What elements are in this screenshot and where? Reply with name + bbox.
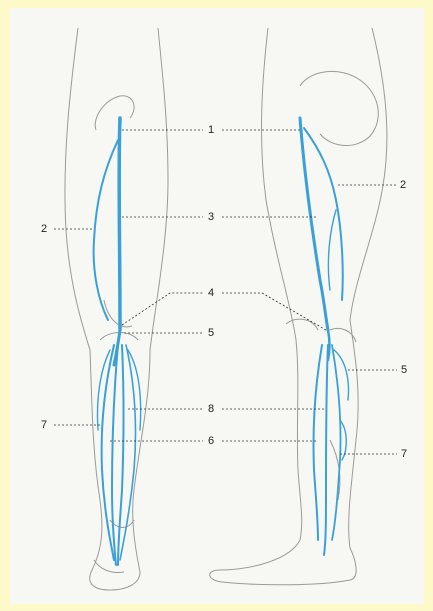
- right-leg-veins: [300, 118, 348, 555]
- label-2-right: 2: [400, 179, 406, 191]
- right-femoral-vein: [300, 118, 328, 330]
- label-7-left: 7: [41, 419, 47, 431]
- label-7-right: 7: [401, 448, 407, 460]
- right-calf-vein-1: [313, 345, 322, 540]
- label-5-right: 5: [401, 364, 407, 376]
- left-femoral-vein: [119, 118, 120, 330]
- label-3: 3: [208, 211, 214, 223]
- right-calf-vein-3: [332, 345, 341, 540]
- label-5-left: 5: [208, 327, 214, 339]
- label-8: 8: [208, 403, 214, 415]
- label-6: 6: [208, 435, 214, 447]
- right-leg-outline: [210, 28, 387, 585]
- left-leg-outline: [65, 28, 168, 590]
- label-2-left: 2: [41, 223, 47, 235]
- label-4: 4: [208, 287, 214, 299]
- right-calf-vein-2: [324, 345, 328, 555]
- leader-lines: [54, 130, 397, 454]
- left-calf-vein-2: [112, 345, 118, 565]
- label-1: 1: [208, 124, 214, 136]
- left-lateral-branch: [94, 140, 118, 320]
- left-calf-vein-3: [118, 345, 124, 565]
